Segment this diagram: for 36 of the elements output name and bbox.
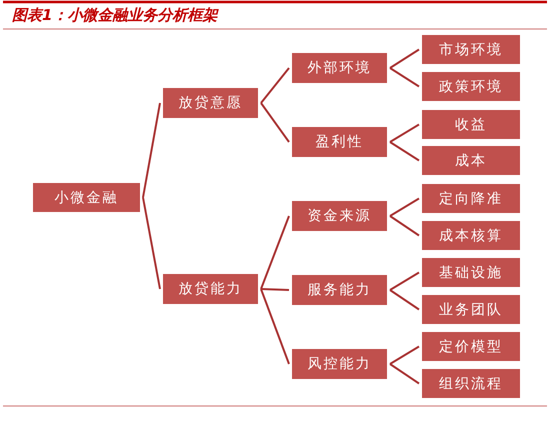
connector-line (142, 197, 161, 290)
category-box: 政策环境 (422, 72, 520, 101)
category-box: 定价模型 (422, 332, 520, 361)
category-box: 市场环境 (422, 35, 520, 64)
connector-line (389, 198, 420, 217)
category-box: 组织流程 (422, 369, 520, 398)
connector-line (389, 272, 420, 291)
category-box: 服务能力 (292, 275, 387, 305)
connector-line (389, 48, 420, 69)
category-box: 外部环境 (292, 53, 387, 83)
category-box: 定向降准 (422, 184, 520, 213)
category-box: 成本核算 (422, 221, 520, 250)
category-box: 放贷意愿 (163, 88, 258, 118)
connector-line (260, 67, 290, 104)
connector-line (260, 102, 290, 143)
connector-line (260, 216, 290, 290)
connector-line (260, 288, 290, 364)
category-box: 业务团队 (422, 295, 520, 324)
category-box: 收益 (422, 110, 520, 139)
figure-title: 图表1：小微金融业务分析框架 (12, 6, 218, 25)
connector-line (389, 363, 420, 384)
category-box: 放贷能力 (163, 274, 258, 304)
connector-line (389, 215, 420, 236)
category-box: 成本 (422, 146, 520, 175)
connector-line (389, 124, 420, 143)
category-box: 风控能力 (292, 349, 387, 379)
category-box: 基础设施 (422, 258, 520, 287)
connector-line (389, 289, 420, 310)
connector-line (260, 288, 290, 291)
connector-line (389, 346, 420, 365)
connector-line (389, 67, 420, 88)
category-box: 盈利性 (292, 127, 387, 157)
category-box: 小微金融 (33, 183, 140, 212)
connector-line (389, 141, 420, 162)
category-box: 资金来源 (292, 201, 387, 231)
connector-line (142, 102, 161, 198)
